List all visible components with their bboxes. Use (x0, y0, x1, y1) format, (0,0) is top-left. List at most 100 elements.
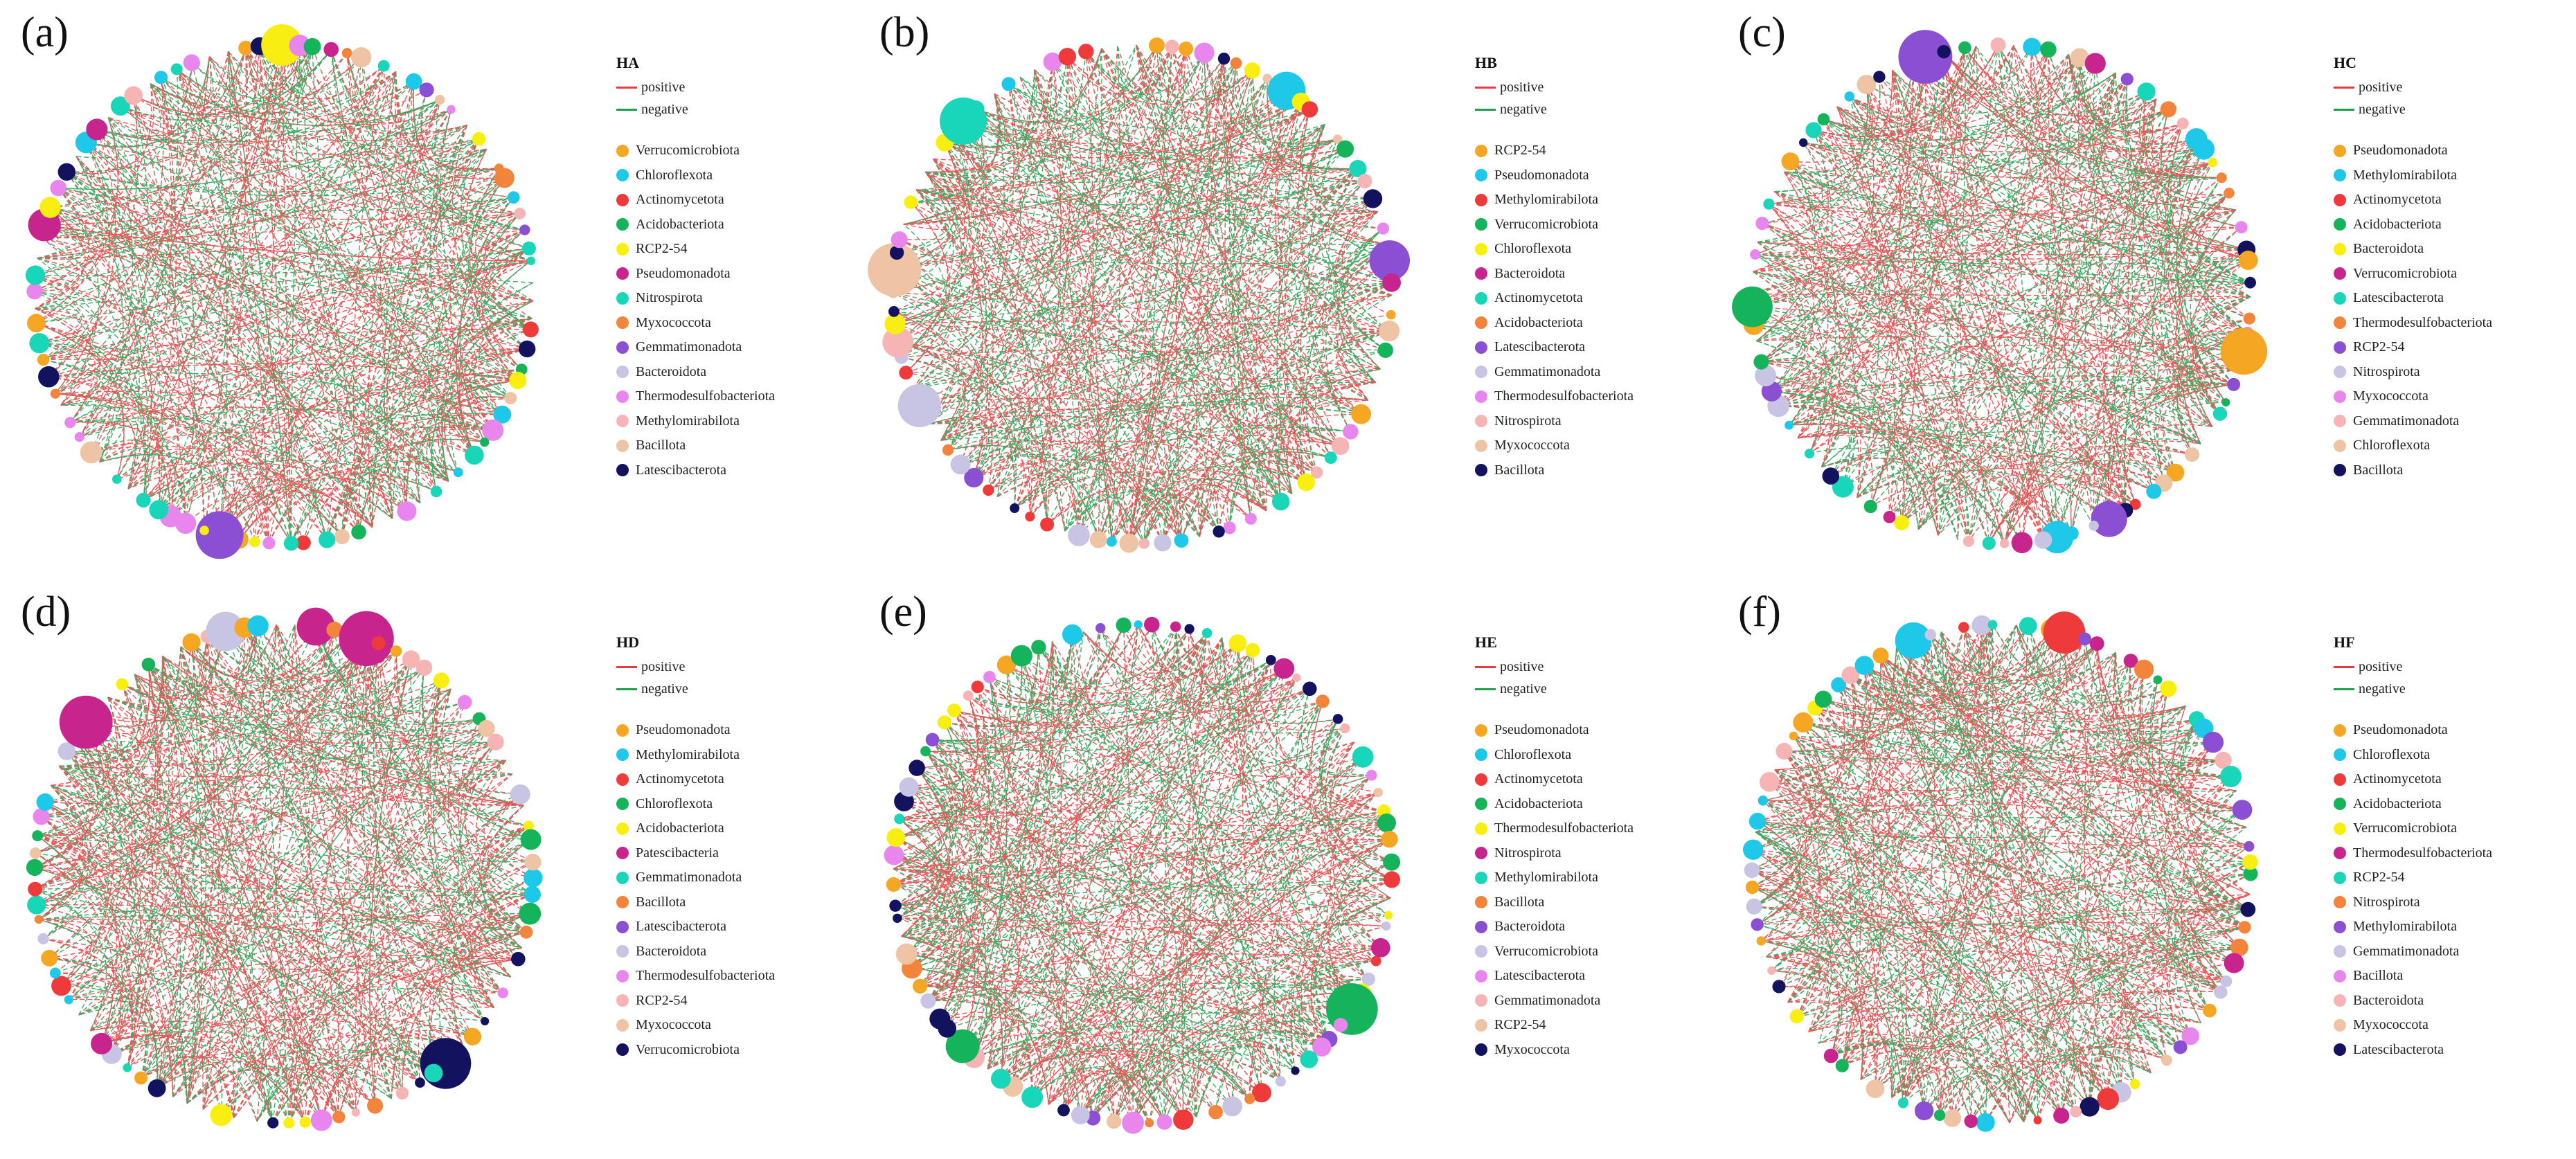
network-edge (1752, 53, 2069, 307)
network-edge (2104, 1050, 2136, 1093)
network-edge (1766, 956, 1842, 1057)
network-edge (1092, 775, 1372, 1119)
legend-item-label: Nitrospirota (2353, 363, 2420, 379)
network-edge (973, 456, 1025, 509)
network-node (1271, 492, 1290, 511)
network-node (1383, 853, 1401, 871)
network-edge (1913, 640, 2152, 1074)
network-edge (1803, 84, 1873, 152)
network-edge (341, 482, 407, 537)
network-edge (1755, 832, 2122, 1093)
network-edge (2199, 209, 2248, 334)
network-edge (158, 476, 195, 524)
network-edge (233, 625, 277, 1118)
network-node (283, 536, 299, 551)
network-edge (99, 447, 165, 510)
network-edge (86, 56, 210, 148)
legend-dot-icon (616, 1043, 629, 1057)
network-edge (170, 138, 480, 517)
network-node (493, 405, 512, 424)
network-edge (70, 417, 437, 492)
network-edge (1836, 106, 2126, 511)
network-edge (143, 77, 177, 501)
network-edge (944, 721, 1323, 1048)
network-edge (996, 476, 1130, 543)
network-edge (2023, 719, 2197, 1122)
network-edge (1752, 886, 2221, 993)
network-edge (1838, 684, 2109, 1099)
network-node (897, 384, 942, 427)
network-edge (2179, 138, 2248, 261)
network-edge (35, 852, 114, 1044)
network-edge (35, 99, 440, 276)
network-edge (1136, 44, 1358, 170)
network-edge (1014, 58, 1225, 509)
network-edge (59, 656, 164, 767)
network-edge (259, 46, 393, 519)
legend-item-label: Chloroflexota (1494, 746, 1572, 762)
network-edge (66, 683, 134, 756)
network-edge (1300, 109, 1378, 213)
network-node (1138, 538, 1150, 549)
network-edge (438, 397, 511, 482)
network-edge (238, 429, 493, 540)
legend-item: Actinomycetota (616, 767, 855, 792)
network-edge (451, 125, 520, 215)
network-edge (2109, 192, 2230, 519)
network-edge (35, 308, 81, 344)
network-edge (244, 627, 506, 762)
legend-item: Gemmatimonadota (616, 865, 855, 890)
network-edge (1143, 496, 1201, 544)
network-edge (1171, 46, 1386, 351)
network-edge (1838, 660, 2131, 710)
network-edge (1964, 47, 2222, 179)
network-edge (259, 46, 362, 95)
network-edge (897, 341, 1066, 532)
network-edge (101, 1034, 222, 1115)
network-edge (1968, 49, 2049, 542)
network-edge (1757, 820, 2248, 910)
network-edge (1000, 1056, 1094, 1118)
network-node (2220, 975, 2233, 987)
network-node (2040, 41, 2057, 58)
network-edge (895, 905, 942, 937)
network-edge (916, 767, 962, 1002)
network-edge (91, 445, 359, 532)
network-node (2091, 501, 2127, 537)
network-edge (1814, 708, 2191, 1037)
network-node (1244, 512, 1257, 525)
network-edge (1830, 625, 1994, 1057)
network-edge (1085, 51, 1388, 246)
network-edge (1778, 57, 1926, 406)
network-edge (1755, 832, 1800, 926)
network-edge (244, 627, 533, 895)
network-edge (911, 967, 1033, 1097)
network-edge (79, 300, 534, 438)
legend-item: Methylomirabilota (616, 743, 855, 768)
network-edge (915, 189, 1388, 246)
legend-item-label: Latescibacterota (1494, 968, 1586, 984)
network-node (497, 987, 508, 998)
network-edge (1288, 101, 1352, 432)
network-edge (2064, 632, 2224, 761)
network-node (1351, 404, 1371, 424)
network-edge (1163, 897, 1391, 1122)
network-edge (1913, 44, 1999, 96)
network-edge (395, 71, 532, 262)
legend-dot-icon (1475, 464, 1487, 477)
network-edge (429, 680, 495, 1008)
network-edge (2077, 57, 2136, 505)
network-node (509, 371, 527, 390)
network-node (1745, 880, 1760, 895)
legend-dot-icon (616, 871, 629, 884)
network-node (463, 1027, 482, 1045)
network-edge (1771, 70, 1893, 392)
network-edge (1814, 708, 2152, 1074)
network-edge (35, 784, 87, 890)
network-edge (893, 767, 948, 870)
legend-edge-label: positive (1500, 658, 1544, 674)
network-node (1863, 500, 1877, 514)
network-edge (940, 62, 1053, 441)
network-edge (371, 125, 468, 528)
network-edge (180, 647, 274, 1123)
